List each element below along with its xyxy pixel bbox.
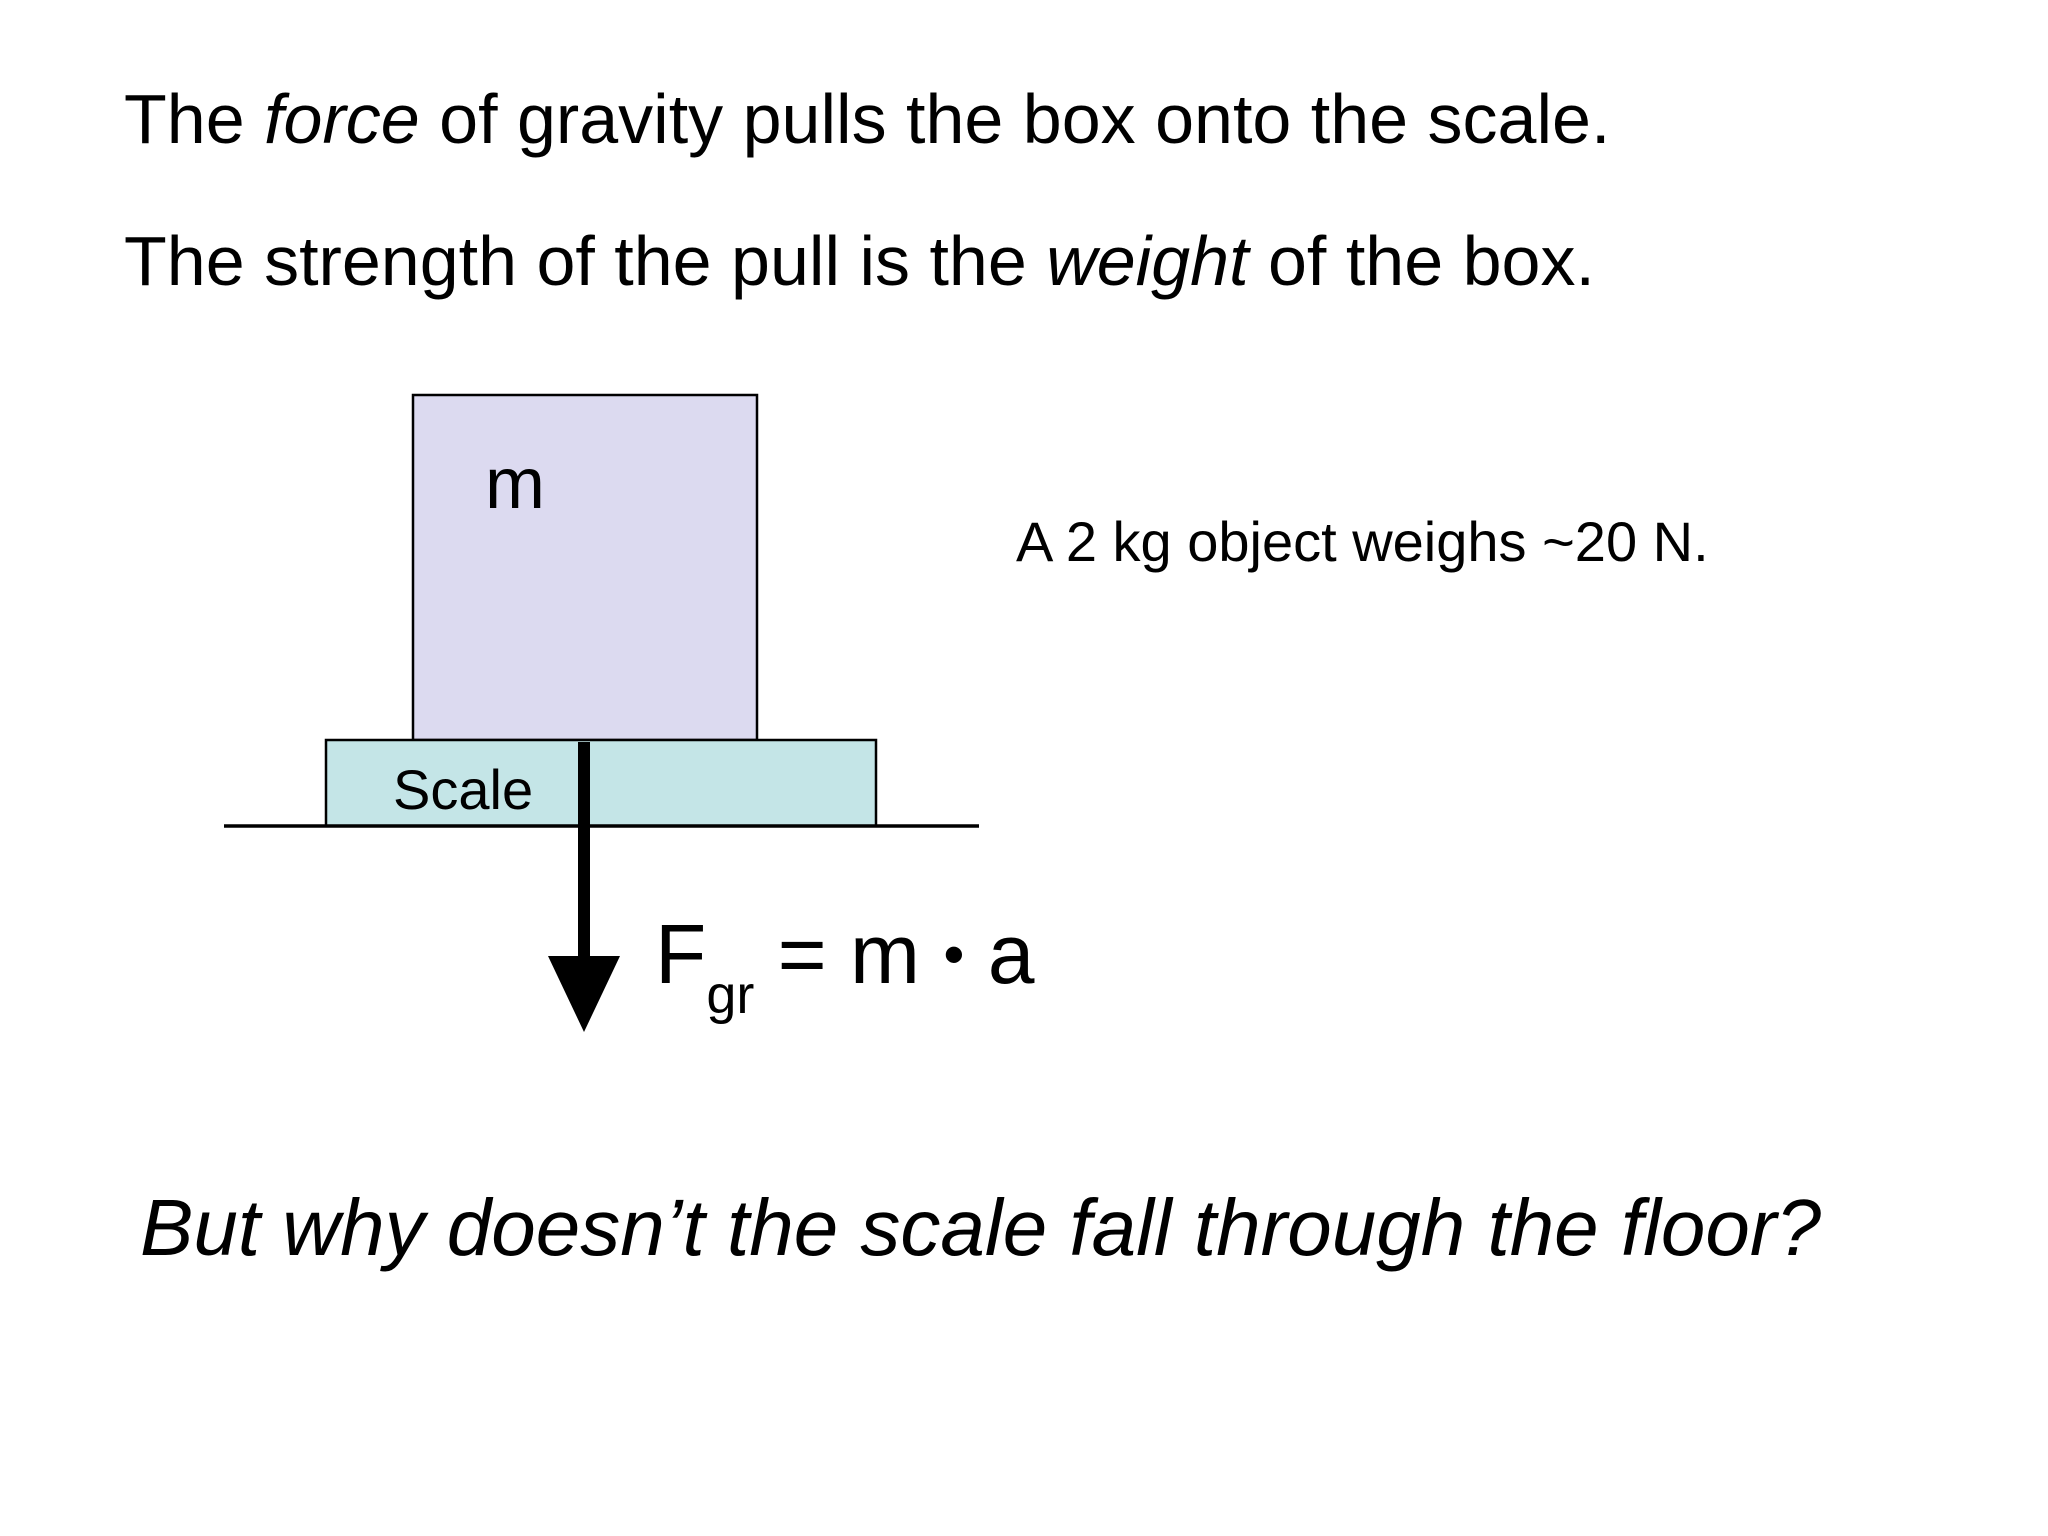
scale-body (324, 738, 878, 828)
formula-acceleration: a (964, 907, 1035, 1001)
intro-line2-after: of the box. (1248, 222, 1595, 300)
emphasis-force: force (264, 80, 420, 158)
mass-label: m (485, 444, 545, 524)
intro-line-force: The force of gravity pulls the box onto … (124, 84, 1610, 154)
scale-label: Scale (393, 758, 534, 821)
formula-force-symbol: F (655, 907, 707, 1001)
formula-multiply-dot: • (943, 921, 965, 988)
intro-line1-after: of gravity pulls the box onto the scale. (419, 80, 1611, 158)
formula-subscript: gr (706, 965, 755, 1025)
gravity-formula: Fgr = m • a (655, 912, 1034, 1022)
intro-line2-before: The strength of the pull is the (124, 222, 1047, 300)
closing-question: But why doesn’t the scale fall through t… (140, 1183, 1822, 1272)
intro-line-weight: The strength of the pull is the weight o… (124, 226, 1595, 296)
formula-equals-mass: = m (754, 907, 944, 1001)
gravity-arrow-head-icon (548, 956, 620, 1032)
emphasis-weight: weight (1046, 222, 1249, 300)
weight-note: A 2 kg object weighs ~20 N. (1016, 510, 1709, 573)
mass-box (411, 393, 759, 742)
intro-line1-before: The (124, 80, 265, 158)
